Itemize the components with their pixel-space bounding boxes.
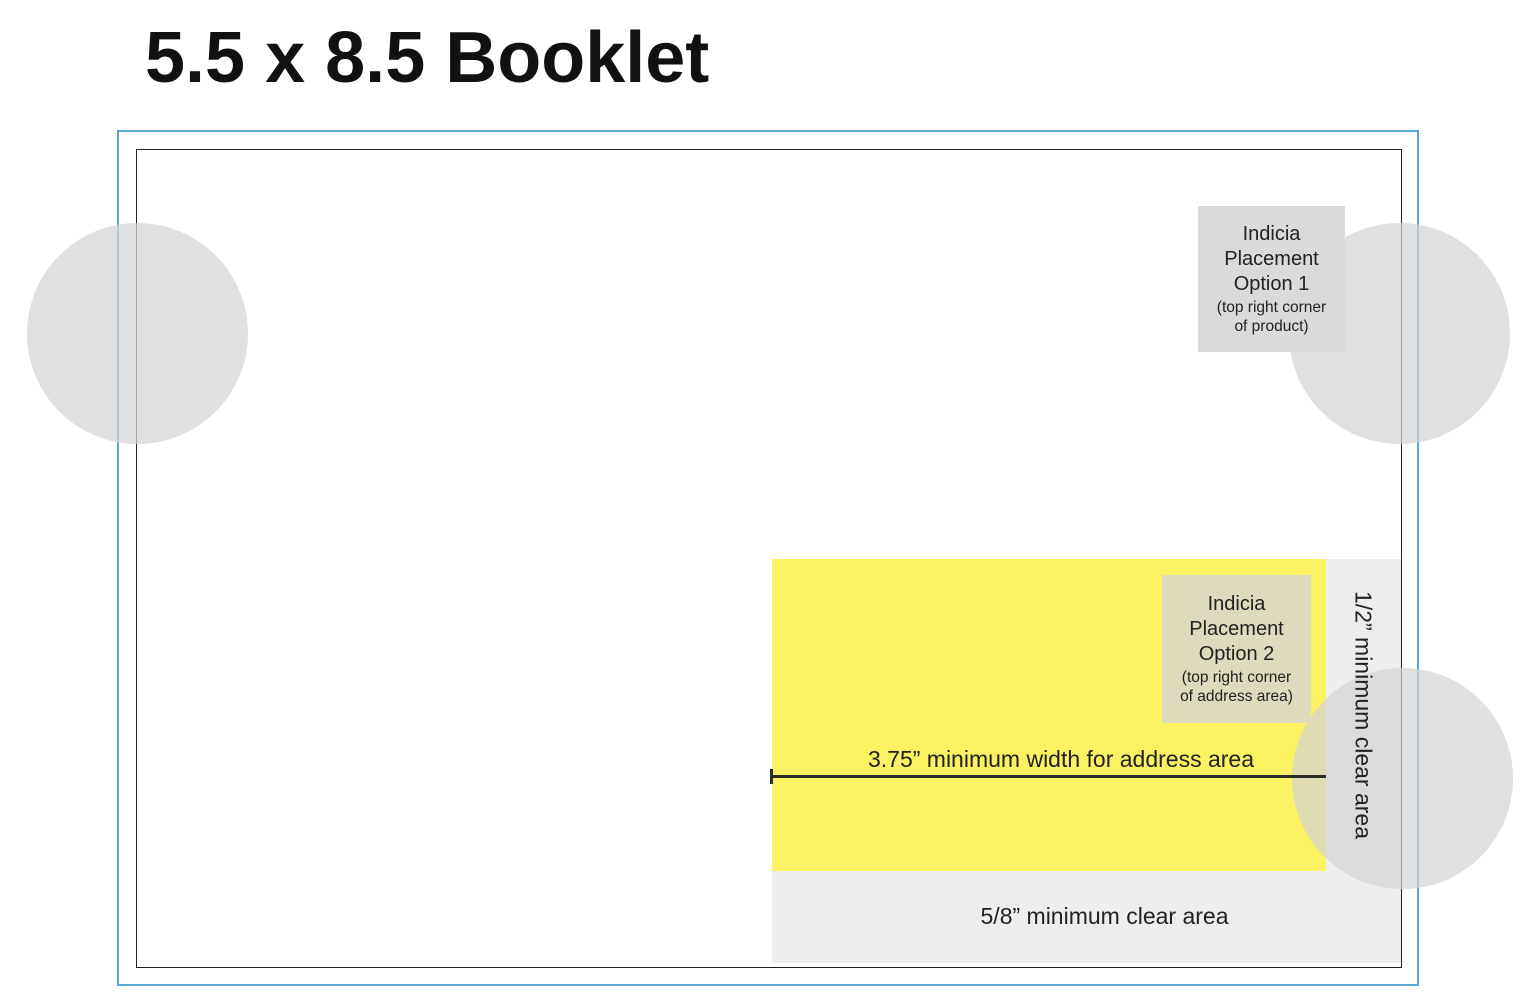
indicia-1-line-3: Option 1 [1233, 272, 1310, 295]
indicia-2-line-2: Placement [1189, 617, 1284, 640]
indicia-2-note-line-2: of address area) [1180, 687, 1293, 705]
trim-outline [136, 149, 1402, 968]
indicia-2-line-3: Option 2 [1198, 642, 1275, 665]
indicia-1-line-1: Indicia [1242, 222, 1301, 245]
side-clear-area-label: 1/2” minimum clear area [1350, 591, 1377, 839]
indicia-1-note-line-1: (top right corner [1216, 298, 1327, 316]
indicia-1-note-line-2: of product) [1234, 317, 1309, 335]
dimension-line-tick [770, 769, 773, 784]
bleed-outline [117, 130, 1419, 986]
page-title: 5.5 x 8.5 Booklet [145, 18, 710, 98]
bottom-clear-area [772, 871, 1401, 963]
indicia-placement-option-2: Indicia Placement Option 2 (top right co… [1162, 575, 1311, 723]
indicia-1-line-2: Placement [1224, 247, 1319, 270]
address-width-label: 3.75” minimum width for address area [867, 746, 1255, 772]
punch-hole-right-bottom [1292, 668, 1513, 889]
bottom-clear-area-label: 5/8” minimum clear area [980, 903, 1229, 929]
indicia-placement-option-1: Indicia Placement Option 1 (top right co… [1198, 206, 1345, 352]
indicia-2-note-line-1: (top right corner [1181, 668, 1292, 686]
punch-hole-left [27, 223, 248, 444]
address-width-dimension-line [772, 775, 1326, 778]
indicia-2-line-1: Indicia [1207, 592, 1266, 615]
